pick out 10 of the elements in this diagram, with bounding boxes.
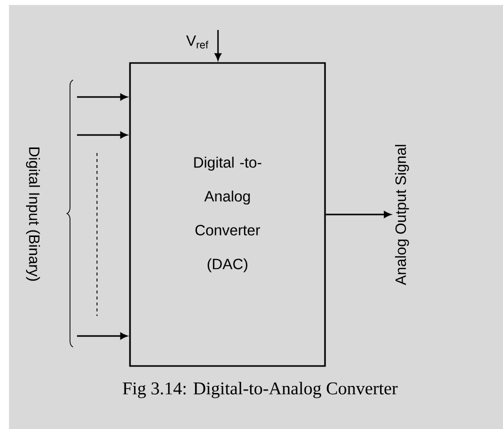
- input-label: Digital Input (Binary): [26, 148, 40, 281]
- arrow: [77, 332, 128, 340]
- arrow: [77, 132, 128, 138]
- converter-box: Digital -to- Analog Converter (DAC): [129, 62, 326, 367]
- arrow: [77, 94, 128, 100]
- arrow: [214, 30, 222, 60]
- edge-label: V$_{ref}$: [186, 36, 208, 49]
- output-label: Analog Output Signal: [395, 144, 409, 286]
- arrow: [326, 211, 392, 218]
- caption: Fig 3.14: Digital-to-Analog Converter: [122, 382, 398, 398]
